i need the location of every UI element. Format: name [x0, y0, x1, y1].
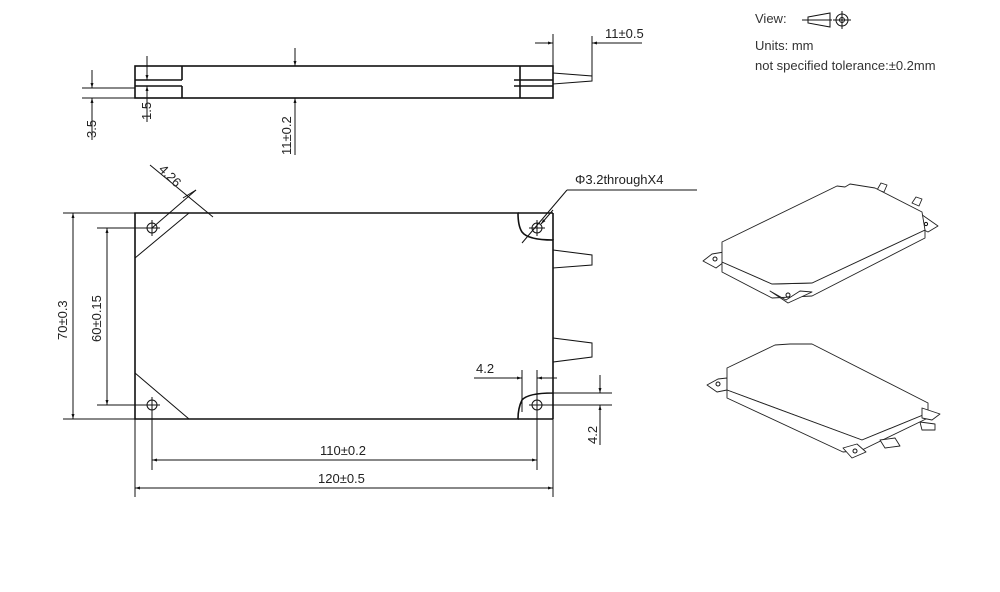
notes-block: View: Units: mm not specified tolerance:… — [755, 11, 936, 73]
dim-pin-length: 11±0.5 — [605, 26, 644, 41]
dim-hole-edge-h: 4.2 — [476, 361, 494, 376]
dim-hole: Φ3.2throughX4 — [575, 172, 663, 187]
mounting-holes — [144, 220, 545, 413]
dim-outer-width: 120±0.5 — [318, 471, 365, 486]
units-note: Units: mm — [755, 38, 814, 53]
plan-view: 4.26 Φ3.2throughX4 70±0.3 60±0.15 110±0.… — [55, 162, 697, 497]
dim-hole-edge-v: 4.2 — [585, 426, 600, 444]
tolerance-note: not specified tolerance:±0.2mm — [755, 58, 936, 73]
connector-pin-bottom — [552, 337, 593, 363]
side-view: 11±0.5 3.5 1.5 11±0.2 — [82, 26, 644, 155]
dim-slot-offset: 3.5 — [84, 120, 99, 138]
view-label: View: — [755, 11, 787, 26]
isometric-view-bottom — [706, 343, 941, 459]
pin-side — [552, 72, 593, 85]
connector-pin-top — [552, 249, 593, 269]
dim-chamfer: 4.26 — [156, 162, 185, 191]
dim-height: 11±0.2 — [279, 116, 294, 155]
isometric-view-top — [702, 182, 939, 304]
first-angle-projection-icon — [802, 11, 851, 29]
dim-hole-pitch-v: 60±0.15 — [89, 295, 104, 342]
chamfer-top-left — [134, 212, 190, 259]
dim-hole-pitch-h: 110±0.2 — [320, 443, 366, 458]
dim-slot-width: 1.5 — [139, 102, 154, 120]
dim-outer-height: 70±0.3 — [55, 300, 70, 340]
chamfer-bottom-left — [134, 372, 190, 420]
